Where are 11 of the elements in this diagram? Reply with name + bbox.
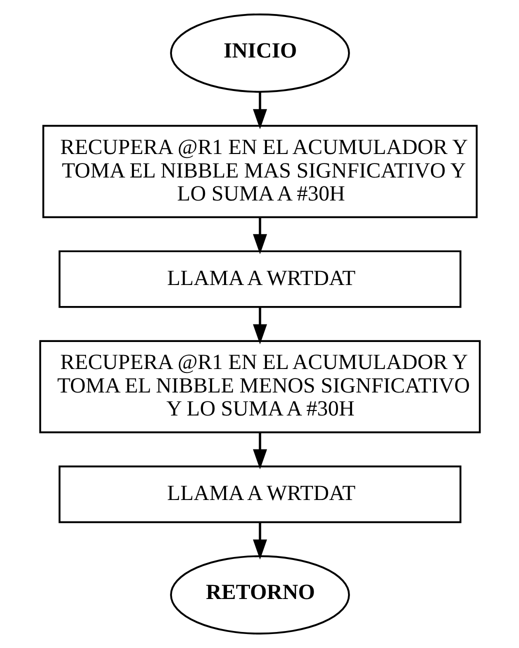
node-box: LLAMA A WRTDAT <box>58 465 461 524</box>
node-box: LLAMA A WRTDAT <box>58 250 461 308</box>
arrow <box>252 307 267 344</box>
arrow <box>252 432 267 470</box>
node-ellipse: RETORNO <box>170 555 350 635</box>
node-ellipse: INICIO <box>170 13 350 93</box>
arrow <box>252 522 267 560</box>
arrow <box>252 217 267 254</box>
arrow <box>252 92 267 130</box>
node-box: RECUPERA @R1 EN EL ACUMULADOR Y TOMA EL NIBBLE MAS SIGNFICATIVO Y LO SUMA A #30H <box>42 124 478 218</box>
node-box: RECUPERA @R1 EN EL ACUMULADOR Y TOMA EL NIBBLE MENOS SIGNFICATIVO Y LO SUMA A #30H <box>38 340 480 434</box>
